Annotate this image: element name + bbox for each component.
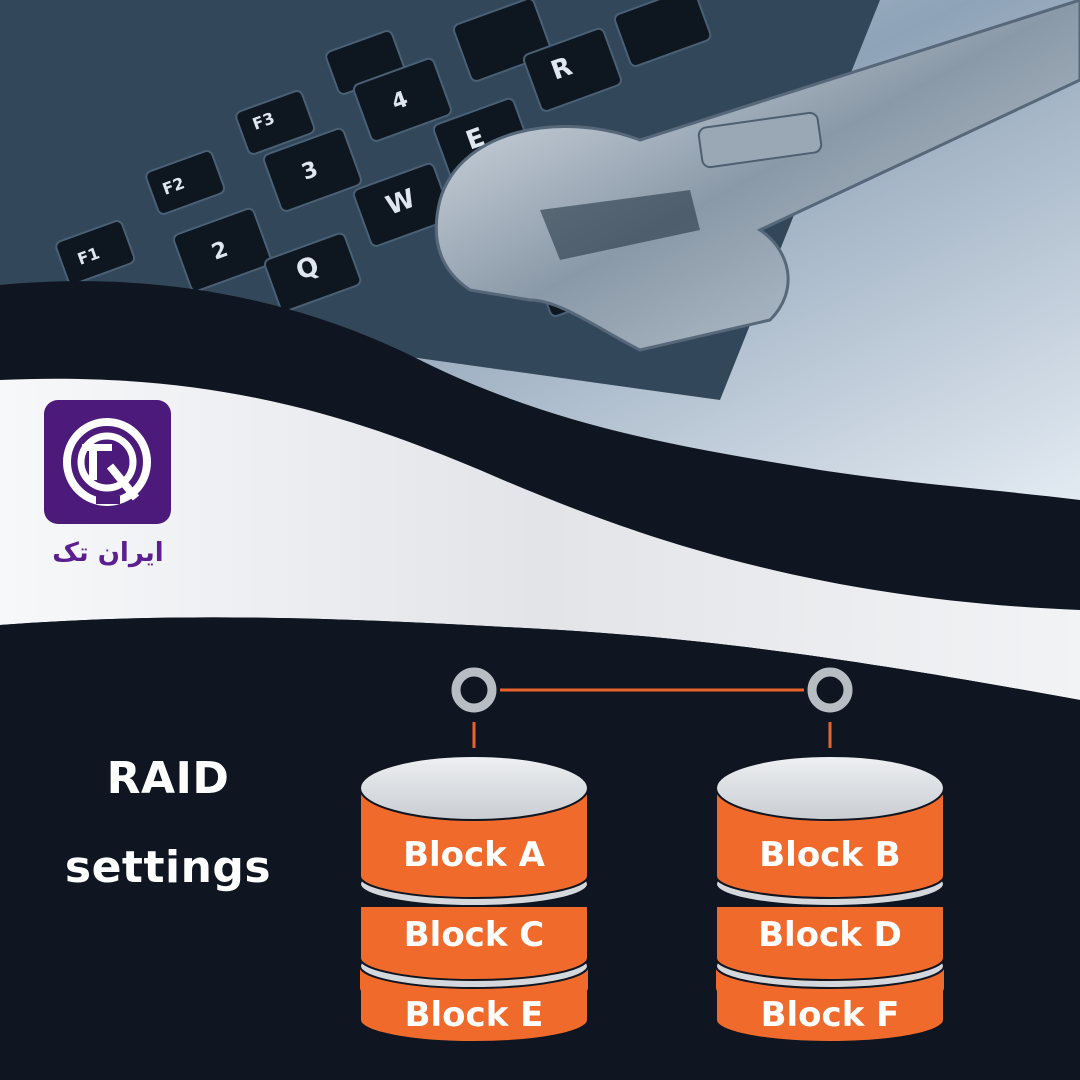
brand-logo — [44, 400, 171, 524]
wrench-icon — [434, 0, 1080, 352]
page-title-line2: settings — [64, 842, 272, 893]
block-label: Block A — [403, 835, 546, 875]
block-label: Block B — [759, 835, 900, 875]
block-label: Block F — [761, 995, 900, 1035]
disk-right: Block B Block D Block F — [715, 755, 945, 1043]
block-label: Block E — [405, 995, 544, 1035]
disk-left: Block A Block C Block E — [359, 755, 589, 1043]
node-left-icon — [451, 667, 497, 713]
node-right-icon — [807, 667, 853, 713]
page-title-line1: RAID — [106, 753, 230, 804]
block-label: Block C — [404, 915, 544, 955]
block-label: Block D — [758, 915, 902, 955]
raid-connector — [472, 688, 832, 748]
brand-name: ایران تک — [52, 538, 164, 568]
brand-logo-icon — [63, 418, 151, 506]
